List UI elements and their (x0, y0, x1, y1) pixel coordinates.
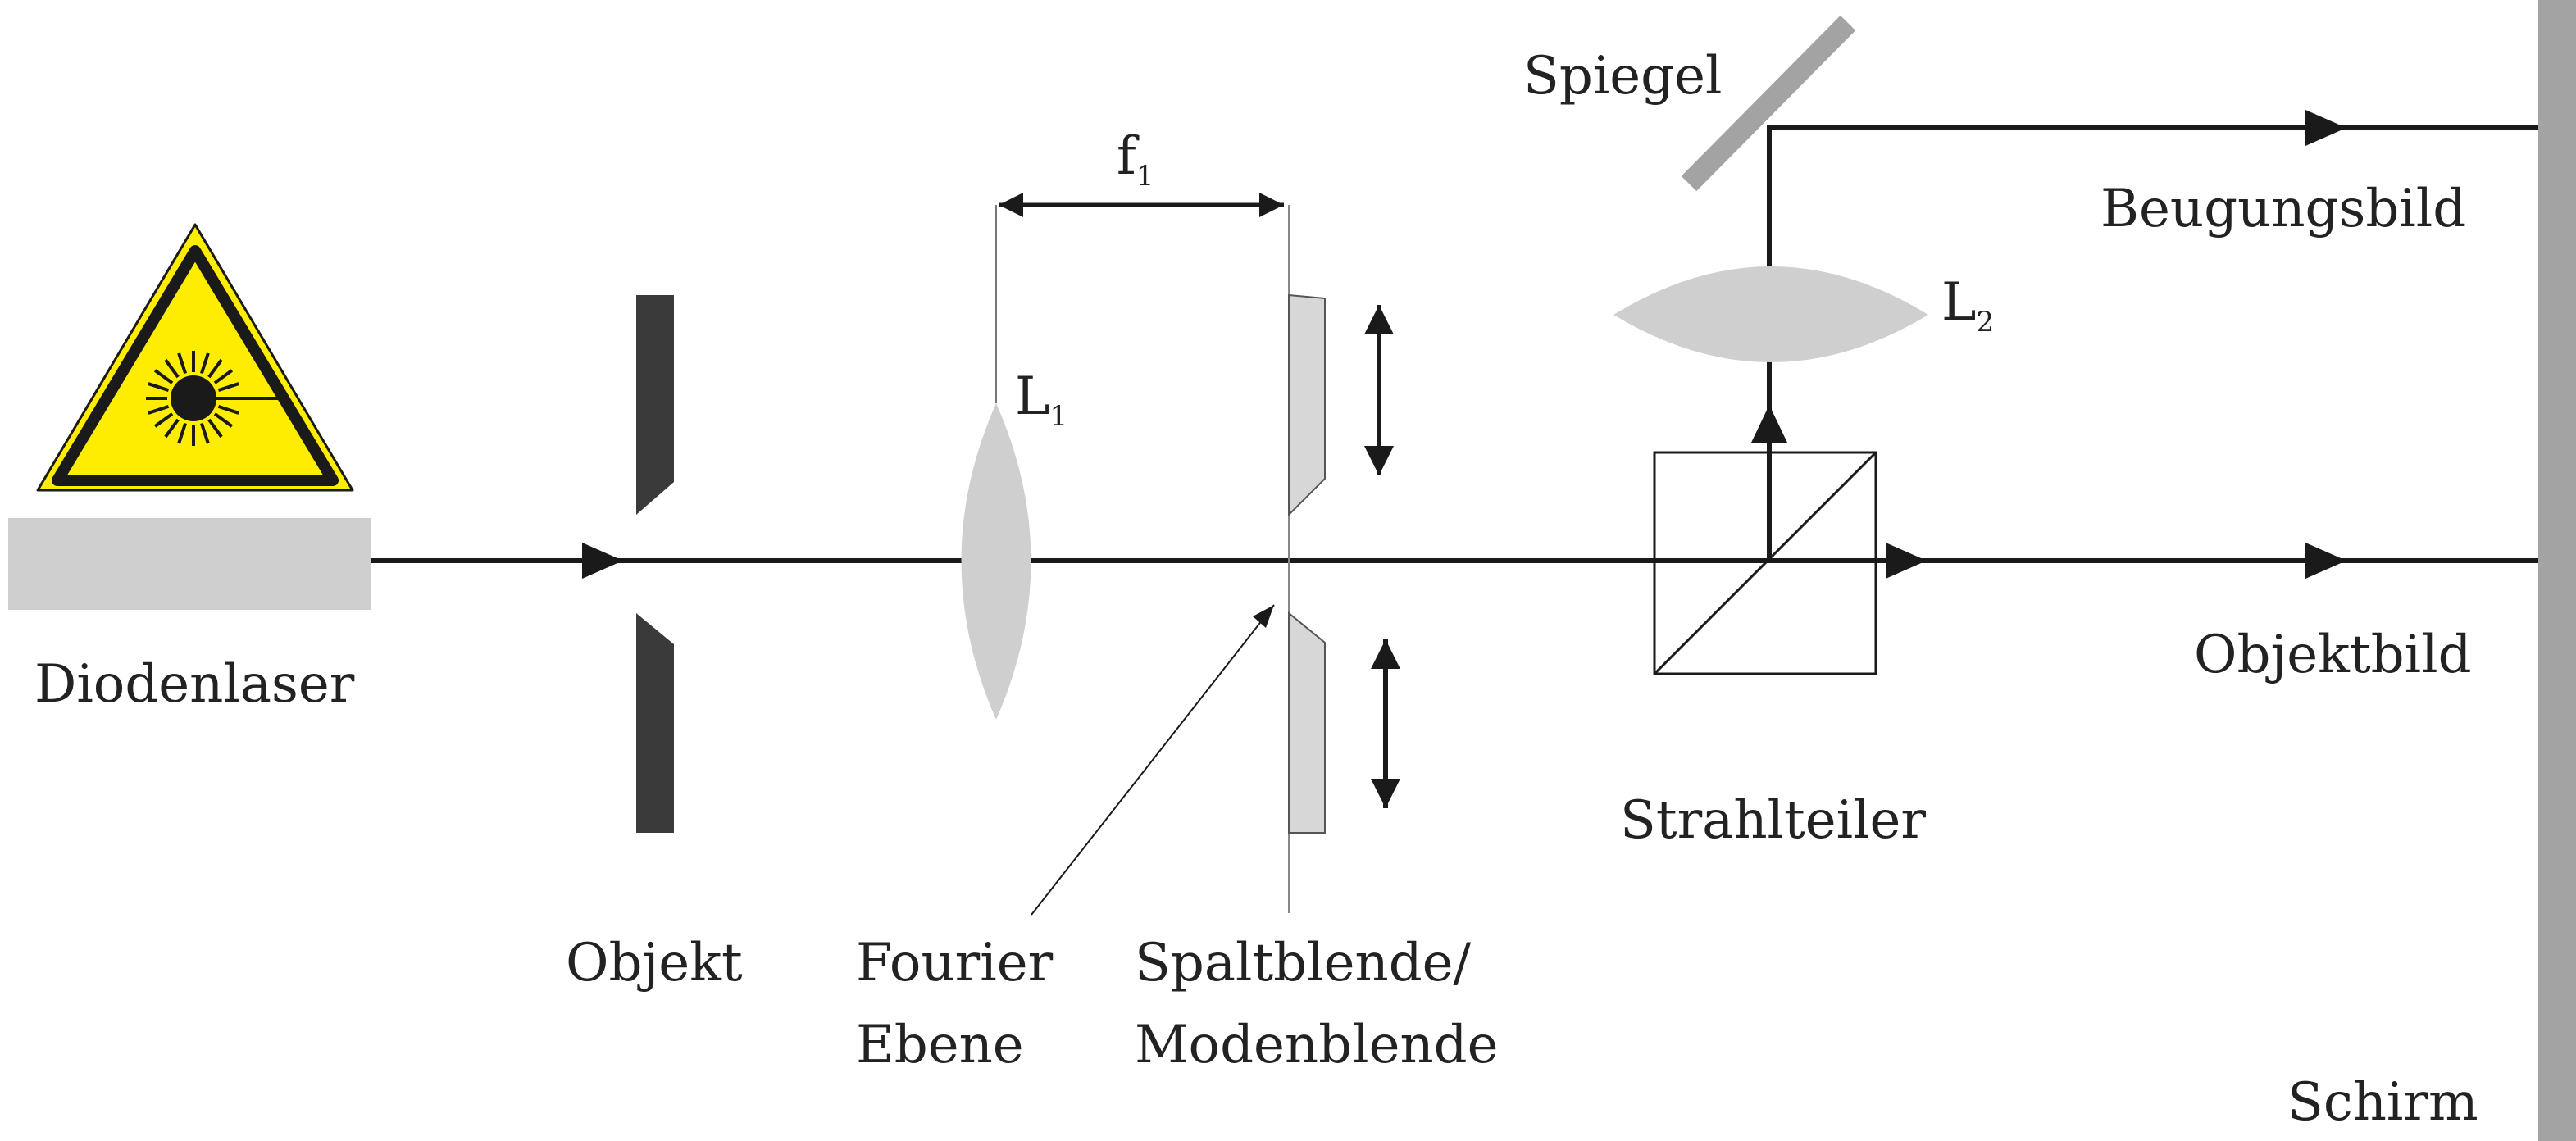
label-mirror: Spiegel (1523, 46, 1722, 107)
screen (2538, 0, 2576, 1141)
fourier-pointer (1031, 604, 1275, 916)
object-aperture-bottom (636, 613, 674, 833)
label-slit-line2: Modenblende (1135, 1015, 1499, 1075)
slit-aperture-bottom (1288, 611, 1326, 834)
label-object-image: Objektbild (2194, 625, 2472, 685)
beam-arrow-after-splitter (1886, 543, 1927, 579)
beam-splitter (1653, 451, 1877, 675)
lens-l2-label: L2 (1941, 272, 1994, 339)
diffraction-image-arrow (2305, 110, 2346, 146)
lens-l2 (1613, 266, 1928, 362)
laser-warning-icon (36, 223, 354, 492)
label-laser: Diodenlaser (34, 654, 355, 715)
beam-arrow-object-image (2305, 543, 2346, 579)
object-aperture-top (636, 295, 674, 515)
beam-arrow-object (582, 543, 623, 579)
fourier-pointer-head (1253, 605, 1274, 628)
label-beam-splitter: Strahlteiler (1620, 790, 1926, 851)
label-slit-line1: Spaltblende/ (1135, 933, 1472, 993)
label-screen: Schirm (2287, 1072, 2478, 1133)
label-fourier-line2: Ebene (856, 1015, 1024, 1075)
mirror (1681, 15, 1856, 192)
diffraction-beam-arrow (1751, 405, 1787, 443)
focal-length-label: f1 (1117, 126, 1154, 193)
lens-l1 (961, 403, 1031, 720)
label-object: Objekt (566, 933, 743, 993)
label-fourier-line1: Fourier (856, 933, 1054, 993)
label-diffraction-image: Beugungsbild (2100, 179, 2466, 239)
slit-aperture-top (1288, 293, 1326, 517)
laser-body (8, 518, 371, 610)
lens-l1-label: L1 (1015, 366, 1067, 433)
